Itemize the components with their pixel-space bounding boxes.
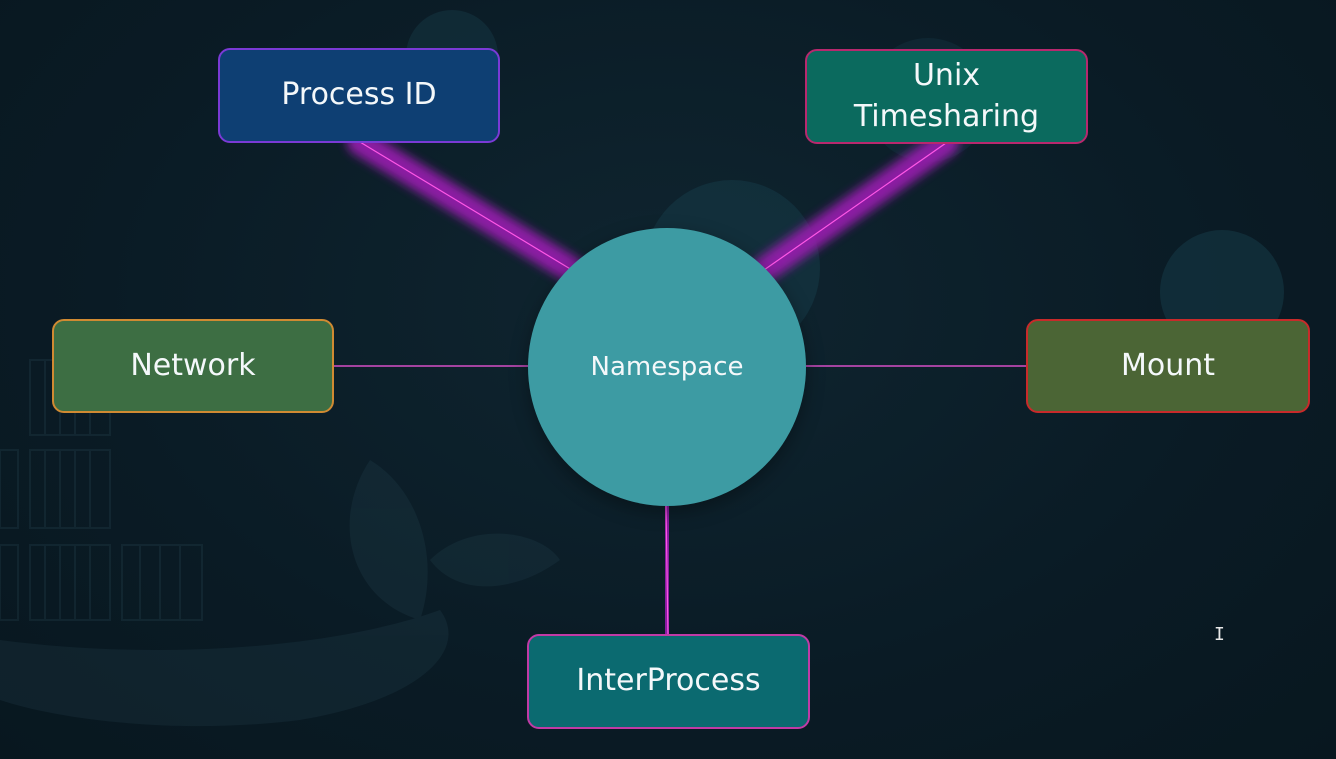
text-cursor-icon: I [1214, 624, 1225, 645]
link-interprocess [653, 493, 681, 649]
unix-timesharing-node[interactable]: Unix Timesharing [805, 49, 1088, 144]
mount-node[interactable]: Mount [1026, 319, 1310, 413]
process-id-label: Process ID [281, 77, 437, 113]
mount-label: Mount [1120, 347, 1216, 383]
bg-plant [0, 460, 560, 727]
network-node[interactable]: Network [52, 319, 334, 413]
interprocess-label: InterProcess [576, 663, 761, 699]
link-unix-timesharing [751, 130, 959, 283]
interprocess-node[interactable]: InterProcess [527, 634, 810, 729]
unix-timesharing-label: Unix Timesharing [853, 58, 1040, 134]
link-process-id [347, 129, 585, 283]
process-id-node[interactable]: Process ID [218, 48, 500, 143]
namespace-center-node[interactable]: Namespace [528, 228, 806, 506]
namespace-label: Namespace [590, 352, 744, 382]
network-label: Network [130, 347, 256, 383]
